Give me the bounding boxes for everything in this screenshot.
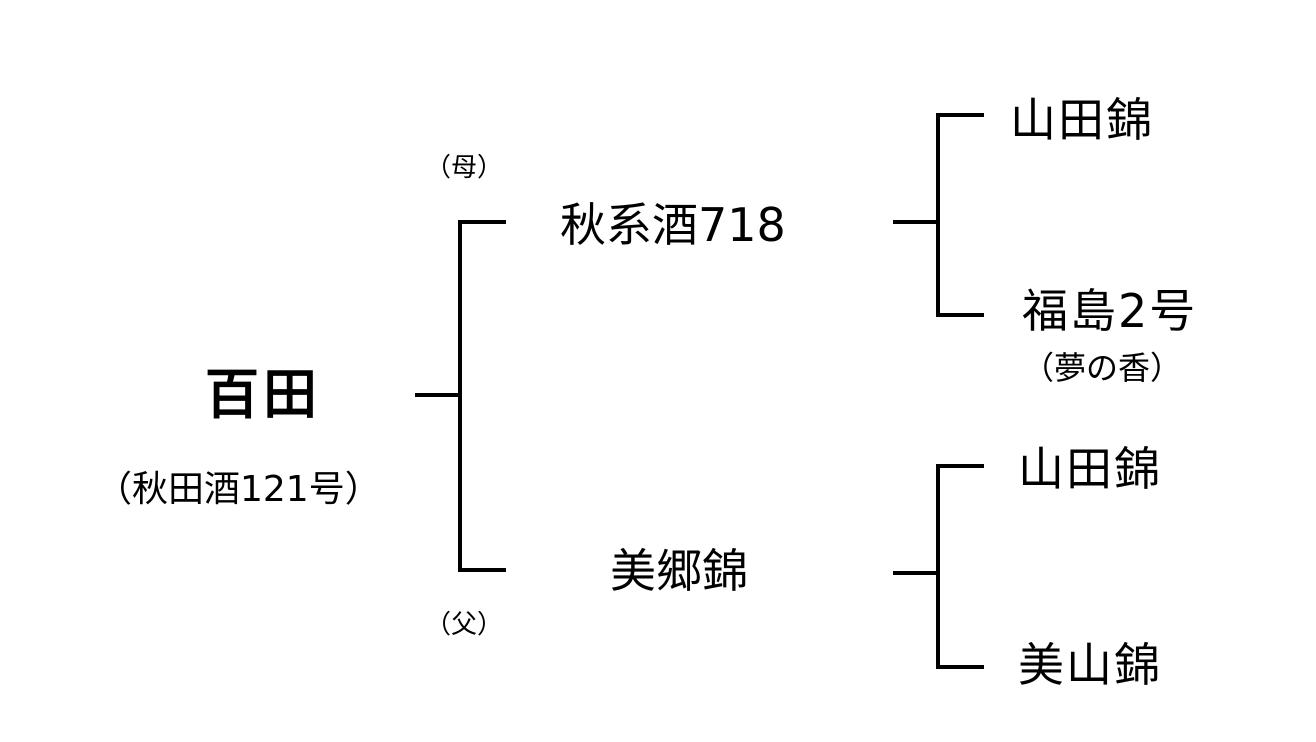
father-parent1-arm [936, 464, 984, 468]
root-variety-name: 百田 [205, 363, 321, 426]
mother-parent1-arm [936, 113, 984, 117]
mother-parent1-name: 山田錦 [1010, 93, 1154, 147]
mother-bracket-arm [458, 220, 506, 224]
root-connector-stub [415, 393, 461, 397]
father-bracket-arm [458, 568, 506, 572]
father-connector-stub [893, 571, 939, 575]
mother-role-label: （母） [425, 153, 504, 183]
mother-connector-stub [893, 220, 939, 224]
father-parent2-arm [936, 665, 984, 669]
father-parents-bracket-vertical [936, 464, 940, 669]
mother-parent2-name: 福島2号 [1022, 284, 1198, 338]
father-parent2-name: 美山錦 [1018, 638, 1162, 692]
root-variety-alias: （秋田酒121号） [96, 469, 381, 510]
mother-parent2-arm [936, 313, 984, 317]
father-parent1-name: 山田錦 [1018, 442, 1162, 496]
mother-parents-bracket-vertical [936, 113, 940, 317]
mother-variety-name: 秋系酒718 [560, 198, 786, 252]
mother-parent2-alias: （夢の香） [1022, 349, 1183, 387]
father-variety-name: 美郷錦 [610, 544, 748, 598]
father-role-label: （父） [425, 610, 504, 640]
parents-bracket-vertical [458, 220, 462, 572]
